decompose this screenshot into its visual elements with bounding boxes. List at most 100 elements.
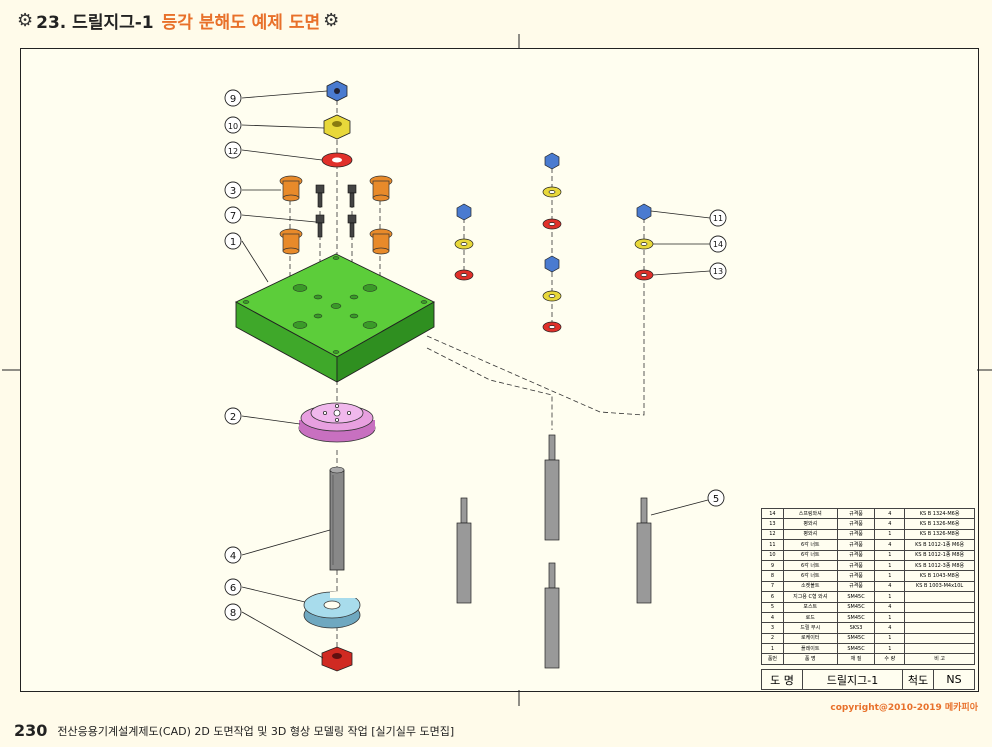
bom-header-material: 재 질 xyxy=(836,653,876,665)
balloon-8: 8 xyxy=(230,608,236,619)
bom-cell-qty: 1 xyxy=(874,632,906,645)
bom-cell-qty: 4 xyxy=(874,507,906,520)
post-5 xyxy=(456,434,652,669)
bom-cell-note: KS B 1012-3종 M8용 xyxy=(904,559,975,572)
bom-cell-no: 2 xyxy=(761,632,784,645)
bom-cell-note xyxy=(904,591,975,603)
bom-cell-material: 규격품 xyxy=(836,539,876,551)
bom-cell-note: KS B 1012-1종 M8용 xyxy=(904,549,975,561)
balloon-6: 6 xyxy=(230,583,236,594)
bom-cell-name: 평와셔 xyxy=(782,518,838,530)
c-washer-6 xyxy=(303,591,361,629)
bom-cell-material: 규격품 xyxy=(836,580,876,593)
hex-nut-8 xyxy=(321,646,353,672)
bom-header-qty: 수 량 xyxy=(874,653,906,665)
bom-cell-name: 소켓볼트 xyxy=(782,580,838,593)
bom-cell-material: SM45C xyxy=(836,632,876,645)
balloon-7: 7 xyxy=(230,211,236,222)
bom-cell-name: 6각 너트 xyxy=(782,559,838,572)
balloon-2: 2 xyxy=(230,412,236,423)
page-subtitle: 등각 분해도 예제 도면 xyxy=(161,12,321,33)
bom-cell-qty: 1 xyxy=(874,528,906,541)
bom-cell-no: 12 xyxy=(761,528,784,541)
bom-cell-qty: 1 xyxy=(874,559,906,572)
bom-cell-no: 6 xyxy=(761,591,784,603)
bom-cell-name: 드릴 부시 xyxy=(782,622,838,634)
balloon-1: 1 xyxy=(230,237,236,248)
bom-cell-qty: 4 xyxy=(874,539,906,551)
bom-cell-material: 규격품 xyxy=(836,570,876,582)
balloon-4: 4 xyxy=(230,551,236,562)
bom-cell-no: 1 xyxy=(761,643,784,655)
drill-bushing-3 xyxy=(279,175,393,255)
bom-cell-note: KS B 1324-M6용 xyxy=(904,507,975,520)
bom-cell-qty: 1 xyxy=(874,591,906,603)
balloon-3: 3 xyxy=(230,186,236,197)
bom-cell-material: SM45C xyxy=(836,611,876,624)
bom-cell-note: KS B 1326-M6용 xyxy=(904,518,975,530)
page-header: ⚙ 23. 드릴지그-1 등각 분해도 예제 도면 ⚙ xyxy=(14,8,342,33)
bom-cell-no: 9 xyxy=(761,559,784,572)
bom-cell-name: 로드 xyxy=(782,611,838,624)
balloon-14: 14 xyxy=(713,240,723,249)
bom-cell-note: KS B 1043-M8용 xyxy=(904,570,975,582)
title-label-scale: 척도 xyxy=(902,669,934,690)
bom-cell-no: 13 xyxy=(761,518,784,530)
drawing-name: 드릴지그-1 xyxy=(802,669,903,690)
balloon-13: 13 xyxy=(713,267,723,276)
bom-cell-no: 11 xyxy=(761,539,784,551)
copyright: copyright@2010-2019 메카피아 xyxy=(830,703,978,713)
page-number: 230 xyxy=(14,721,48,740)
bom-cell-no: 4 xyxy=(761,611,784,624)
bom-cell-material: SKS3 xyxy=(836,622,876,634)
balloon-9: 9 xyxy=(230,94,236,105)
bom-header-no: 품번 xyxy=(761,653,784,665)
bom-cell-qty: 1 xyxy=(874,549,906,561)
bom-cell-qty: 4 xyxy=(874,518,906,530)
bom-cell-name: 6각 너트 xyxy=(782,570,838,582)
bom-cell-material: SM45C xyxy=(836,601,876,613)
socket-bolt-7 xyxy=(315,184,357,238)
bom-cell-qty: 4 xyxy=(874,601,906,613)
rod-4 xyxy=(329,466,345,571)
bom-cell-note xyxy=(904,611,975,624)
bom-cell-note: KS B 1012-1종 M6용 xyxy=(904,539,975,551)
balloon-10: 10 xyxy=(228,122,238,131)
bom-cell-qty: 4 xyxy=(874,580,906,593)
bom-cell-material: 규격품 xyxy=(836,507,876,520)
title-block: 도 명 드릴지그-1 척도 NS xyxy=(761,669,975,690)
bom-cell-no: 5 xyxy=(761,601,784,613)
bom-cell-name: 평와셔 xyxy=(782,528,838,541)
balloon-11: 11 xyxy=(713,214,723,223)
bom-cell-name: 스프링와셔 xyxy=(782,507,838,520)
bom-cell-material: 규격품 xyxy=(836,518,876,530)
bom-cell-note xyxy=(904,622,975,634)
bom-cell-name: 플레이트 xyxy=(782,643,838,655)
page-footer: 230 전산응용기계설계제도(CAD) 2D 도면작업 및 3D 형상 모델링 … xyxy=(14,721,454,740)
bom-cell-name: 로케이터 xyxy=(782,632,838,645)
book-title: 전산응용기계설계제도(CAD) 2D 도면작업 및 3D 형상 모델링 작업 [… xyxy=(57,724,455,738)
bom-header-name: 품 명 xyxy=(782,653,838,665)
bom-cell-no: 7 xyxy=(761,580,784,593)
page-title: 23. 드릴지그-1 xyxy=(36,12,154,33)
bom-cell-name: 6각 너트 xyxy=(782,549,838,561)
bom-cell-material: 규격품 xyxy=(836,559,876,572)
bom-cell-no: 8 xyxy=(761,570,784,582)
drawing-scale: NS xyxy=(933,669,975,690)
bom-cell-note xyxy=(904,643,975,655)
bom-cell-material: 규격품 xyxy=(836,549,876,561)
bom-cell-name: 포스트 xyxy=(782,601,838,613)
